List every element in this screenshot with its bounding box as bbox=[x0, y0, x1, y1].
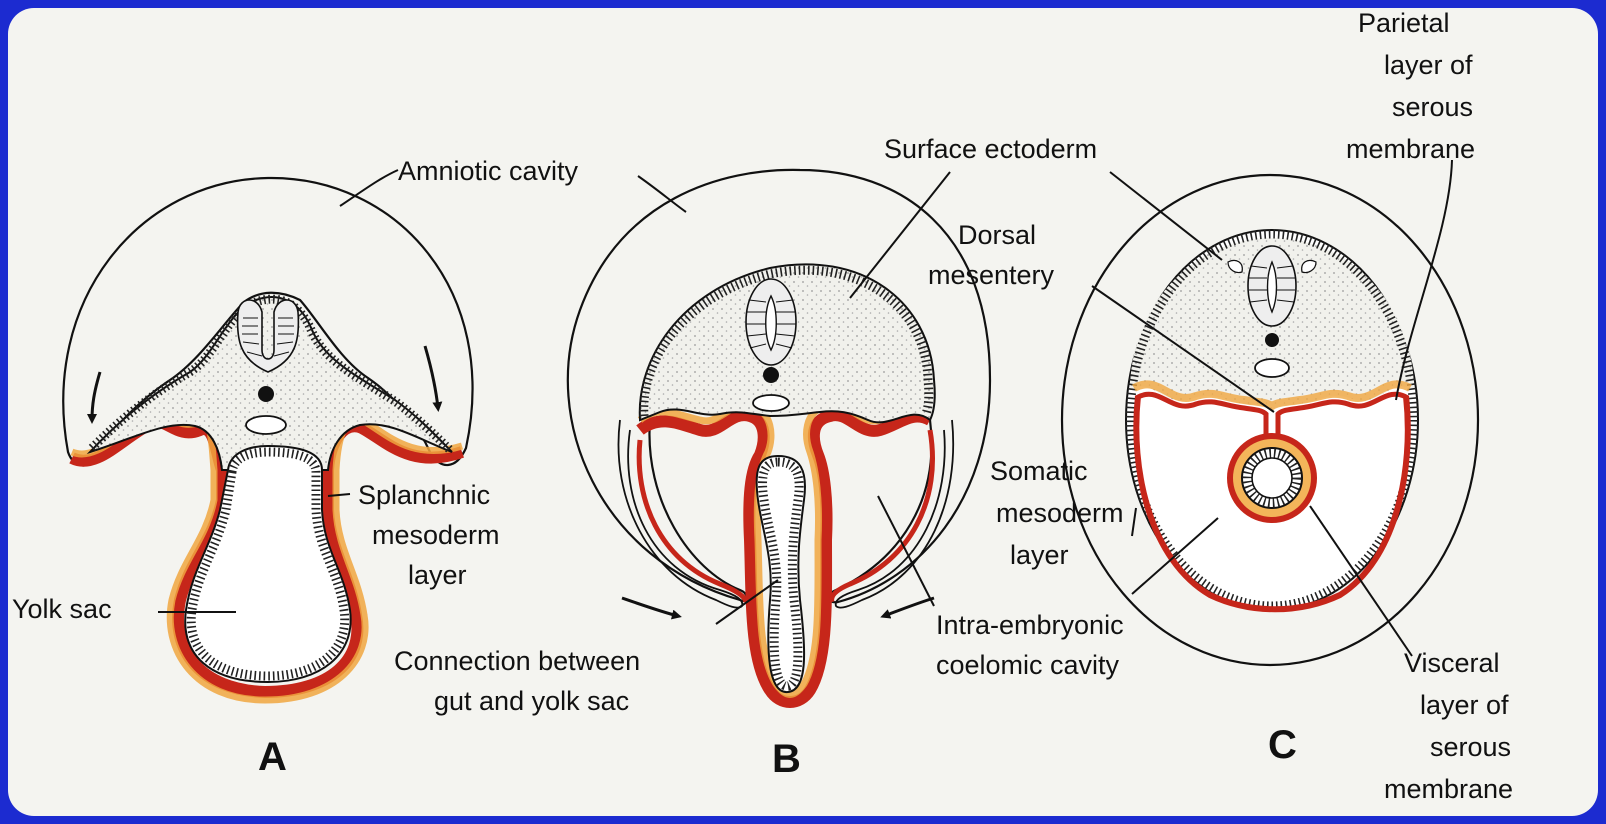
label-somatic-2: mesoderm bbox=[996, 498, 1124, 528]
label-splanchnic-2: mesoderm bbox=[372, 520, 500, 550]
notochord-a bbox=[258, 386, 274, 402]
label-yolk-sac: Yolk sac bbox=[12, 594, 112, 624]
diagram-canvas: A B bbox=[8, 8, 1598, 816]
dorsal-aorta-b bbox=[753, 395, 789, 411]
panel-c: C bbox=[1062, 175, 1478, 767]
fold-arrow-a-right bbox=[425, 346, 438, 408]
label-visceral-1: Visceral bbox=[1404, 648, 1500, 678]
label-somatic-3: layer bbox=[1010, 540, 1069, 570]
label-connection-1: Connection between bbox=[394, 646, 640, 676]
label-connection-2: gut and yolk sac bbox=[434, 686, 629, 716]
label-surface-ectoderm: Surface ectoderm bbox=[884, 134, 1097, 164]
panel-letter-c: C bbox=[1268, 723, 1297, 767]
label-somatic-1: Somatic bbox=[990, 456, 1088, 486]
label-dorsal-2: mesentery bbox=[928, 260, 1055, 290]
panel-letter-a: A bbox=[258, 735, 287, 779]
dorsal-aorta-c bbox=[1255, 359, 1289, 377]
label-visceral-3: serous bbox=[1430, 732, 1511, 762]
notochord-b bbox=[763, 367, 779, 383]
label-parietal-1: Parietal bbox=[1358, 8, 1450, 38]
dorsal-aorta-a bbox=[246, 416, 286, 434]
fold-arrow-a-left bbox=[92, 372, 100, 420]
panel-b: B bbox=[568, 170, 990, 781]
label-amniotic-cavity: Amniotic cavity bbox=[398, 156, 579, 186]
label-splanchnic-3: layer bbox=[408, 560, 467, 590]
label-intra-2: coelomic cavity bbox=[936, 650, 1120, 680]
label-visceral-2: layer of bbox=[1420, 690, 1509, 720]
panel-a: A bbox=[63, 178, 472, 779]
fold-arrow-b-left bbox=[622, 598, 678, 616]
label-dorsal-1: Dorsal bbox=[958, 220, 1036, 250]
label-parietal-4: membrane bbox=[1346, 134, 1475, 164]
label-splanchnic-1: Splanchnic bbox=[358, 480, 490, 510]
label-visceral-4: membrane bbox=[1384, 774, 1513, 804]
notochord-c bbox=[1265, 333, 1279, 347]
fold-arrow-b-right bbox=[884, 598, 934, 616]
label-parietal-2: layer of bbox=[1384, 50, 1473, 80]
label-intra-1: Intra-embryonic bbox=[936, 610, 1124, 640]
panel-letter-b: B bbox=[772, 737, 801, 781]
label-parietal-3: serous bbox=[1392, 92, 1473, 122]
embryo-folding-diagram: A B bbox=[8, 8, 1598, 816]
